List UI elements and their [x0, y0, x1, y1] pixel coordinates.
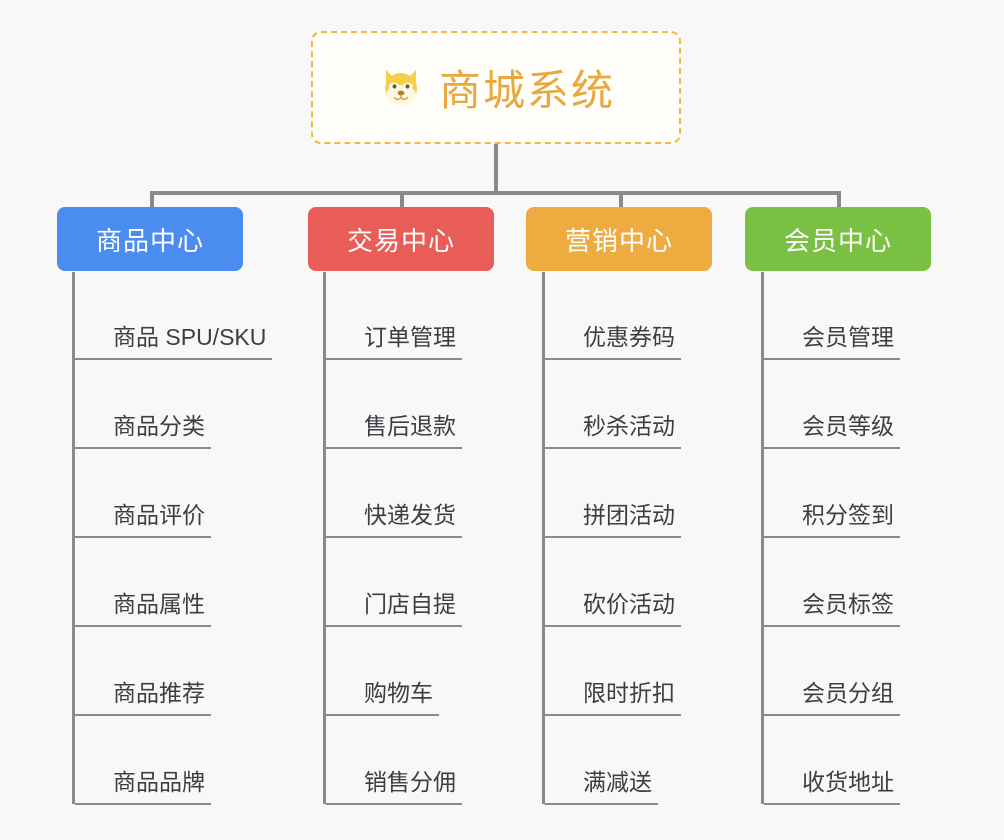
item-label: 商品分类: [75, 412, 211, 449]
list-item[interactable]: 快递发货: [326, 450, 462, 538]
branch-stem-2: [323, 272, 326, 804]
list-item[interactable]: 订单管理: [326, 272, 462, 360]
item-label: 商品评价: [75, 501, 211, 538]
list-item[interactable]: 限时折扣: [545, 628, 681, 716]
item-label: 订单管理: [326, 323, 462, 360]
list-item[interactable]: 售后退款: [326, 361, 462, 449]
list-item[interactable]: 秒杀活动: [545, 361, 681, 449]
category-box-3[interactable]: 营销中心: [526, 207, 712, 271]
item-label: 商品属性: [75, 590, 211, 627]
list-item[interactable]: 商品推荐: [75, 628, 211, 716]
item-label: 会员等级: [764, 412, 900, 449]
list-item[interactable]: 商品 SPU/SKU: [75, 272, 273, 360]
connector-drop-3: [619, 191, 623, 209]
branch-stem-3: [542, 272, 545, 804]
category-label-1: 商品中心: [95, 225, 204, 256]
item-label: 收货地址: [764, 768, 900, 805]
item-label: 会员管理: [764, 323, 900, 360]
item-label: 满减送: [545, 768, 658, 805]
branch-stem-1: [72, 272, 75, 804]
connector-horizontal-bus: [150, 191, 840, 195]
list-item[interactable]: 商品品牌: [75, 717, 211, 805]
item-label: 商品品牌: [75, 768, 211, 805]
category-label-3: 营销中心: [564, 225, 673, 256]
item-label: 快递发货: [326, 501, 462, 538]
item-label: 优惠券码: [545, 323, 681, 360]
category-label-2: 交易中心: [346, 225, 455, 256]
item-label: 拼团活动: [545, 501, 681, 538]
item-label: 销售分佣: [326, 768, 462, 805]
connector-drop-1: [150, 191, 154, 209]
item-label: 积分签到: [764, 501, 900, 538]
list-item[interactable]: 商品评价: [75, 450, 211, 538]
item-label: 购物车: [326, 679, 439, 716]
list-item[interactable]: 门店自提: [326, 539, 462, 627]
root-node[interactable]: 商城系统: [311, 31, 681, 144]
connector-drop-2: [400, 191, 404, 209]
item-label: 会员标签: [764, 590, 900, 627]
list-item[interactable]: 满减送: [545, 717, 658, 805]
list-item[interactable]: 会员等级: [764, 361, 900, 449]
list-item[interactable]: 会员管理: [764, 272, 900, 360]
connector-drop-4: [837, 191, 841, 209]
dog-face-icon: [377, 64, 425, 112]
list-item[interactable]: 积分签到: [764, 450, 900, 538]
list-item[interactable]: 优惠券码: [545, 272, 681, 360]
item-label: 商品推荐: [75, 679, 211, 716]
category-box-4[interactable]: 会员中心: [745, 207, 931, 271]
root-label: 商城系统: [438, 67, 615, 114]
item-label: 商品 SPU/SKU: [75, 323, 273, 360]
item-label: 限时折扣: [545, 679, 681, 716]
list-item[interactable]: 商品属性: [75, 539, 211, 627]
category-box-1[interactable]: 商品中心: [57, 207, 243, 271]
category-box-2[interactable]: 交易中心: [308, 207, 494, 271]
list-item[interactable]: 拼团活动: [545, 450, 681, 538]
list-item[interactable]: 商品分类: [75, 361, 211, 449]
item-label: 秒杀活动: [545, 412, 681, 449]
item-label: 门店自提: [326, 590, 462, 627]
item-label: 会员分组: [764, 679, 900, 716]
list-item[interactable]: 收货地址: [764, 717, 900, 805]
branch-stem-4: [761, 272, 764, 804]
list-item[interactable]: 购物车: [326, 628, 439, 716]
item-label: 售后退款: [326, 412, 462, 449]
list-item[interactable]: 会员分组: [764, 628, 900, 716]
item-label: 砍价活动: [545, 590, 681, 627]
list-item[interactable]: 销售分佣: [326, 717, 462, 805]
list-item[interactable]: 会员标签: [764, 539, 900, 627]
category-label-4: 会员中心: [783, 225, 892, 256]
connector-trunk-vertical: [494, 144, 498, 193]
list-item[interactable]: 砍价活动: [545, 539, 681, 627]
